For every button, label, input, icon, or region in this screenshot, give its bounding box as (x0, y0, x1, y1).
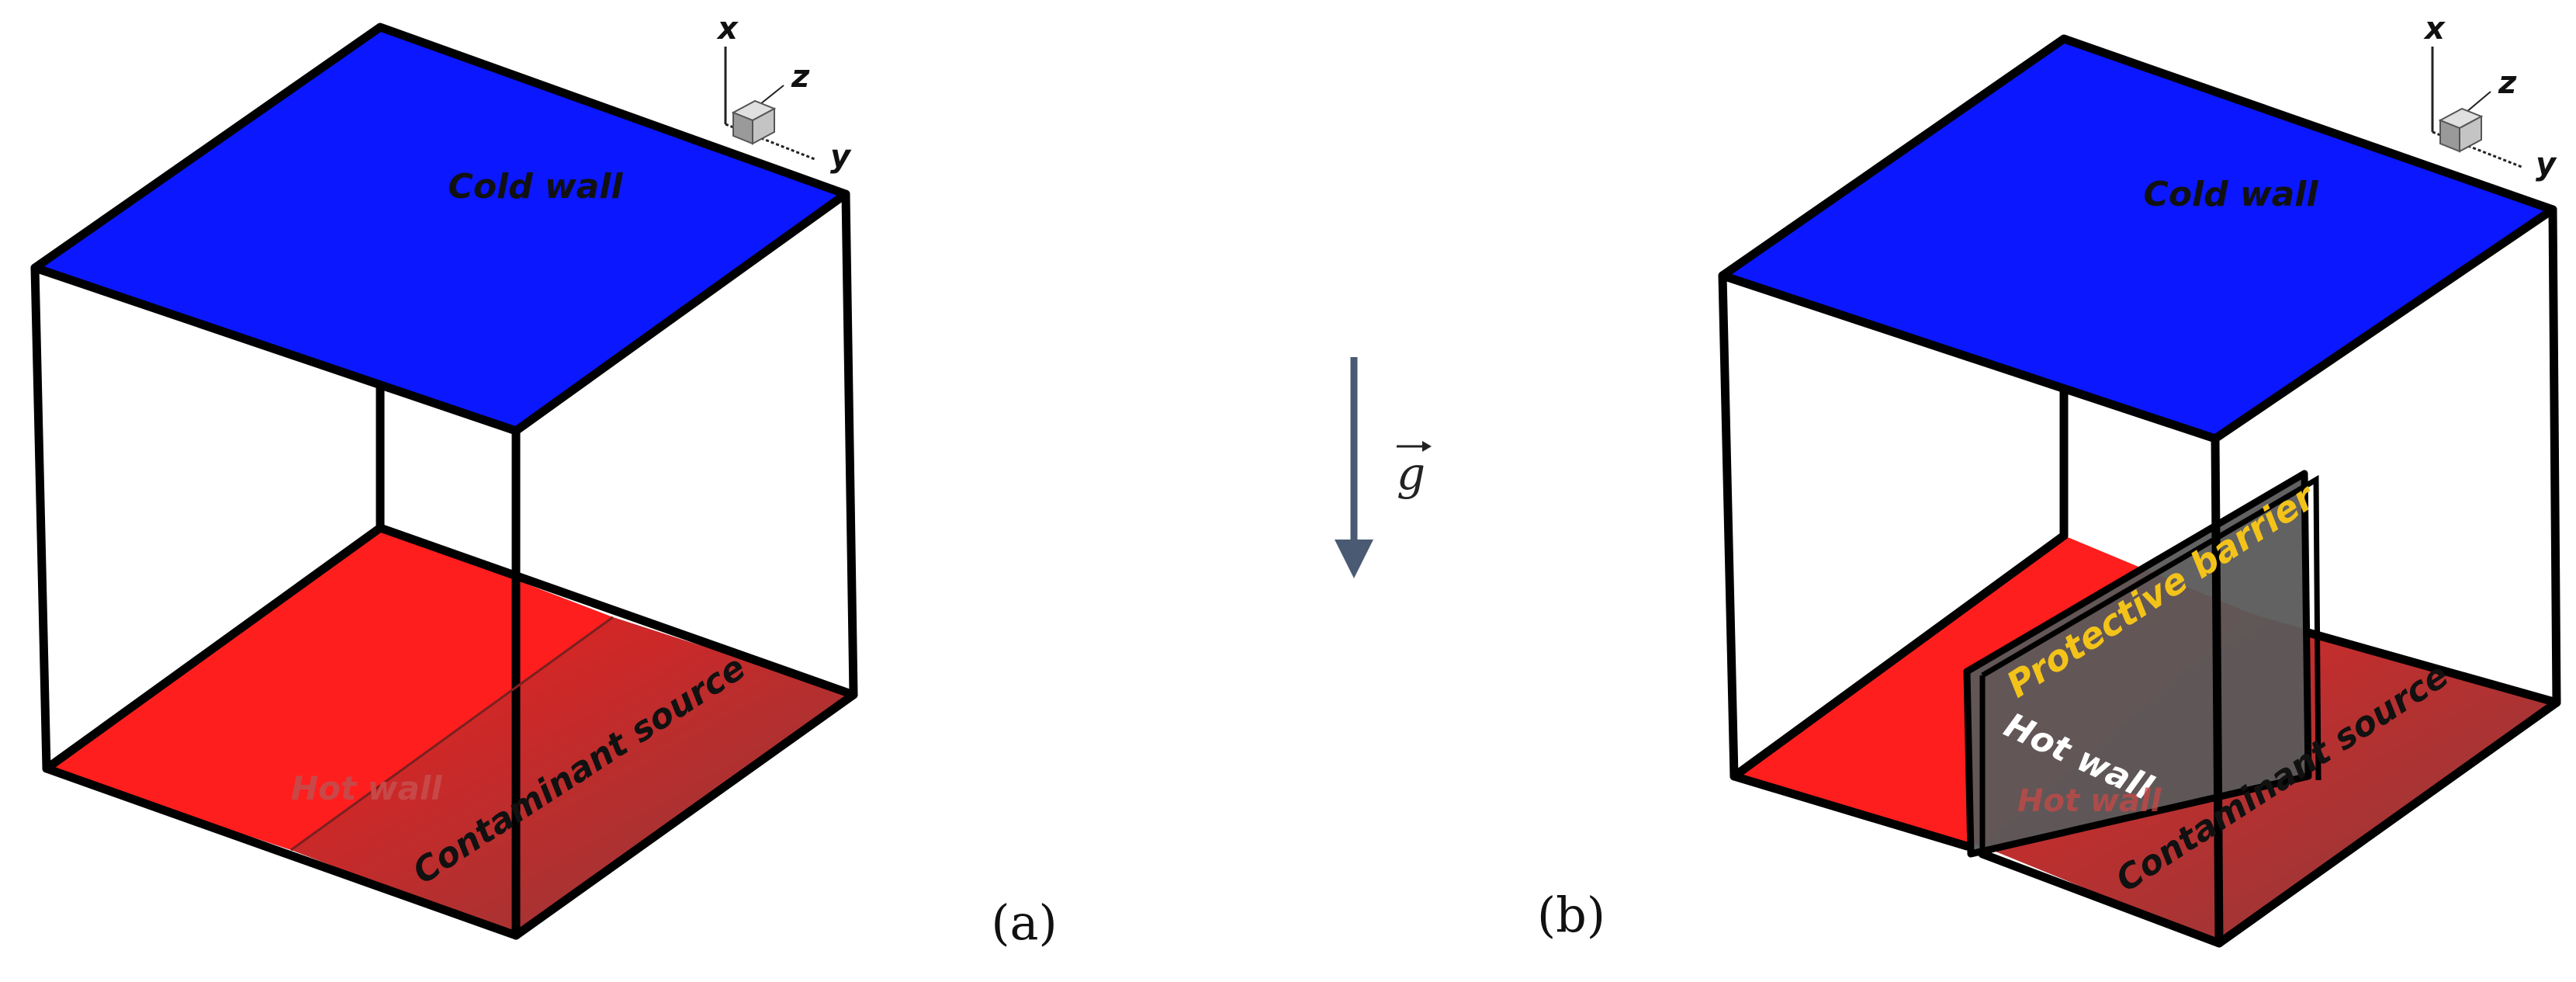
panel-b-axis-y: y (2536, 147, 2557, 182)
panel-a-hot-wall-label: Hot wall (291, 769, 442, 807)
panel-b-axis-x: x (2423, 11, 2446, 47)
panel-a-cold-wall (35, 27, 846, 431)
panel-b-axis-gizmo: x z y (2423, 11, 2557, 182)
panel-b: Cold wall Protective barrier Hot wall Ho… (1537, 11, 2561, 948)
panel-b-hot-wall-label: Hot wall (2017, 783, 2162, 819)
panel-a-label: (a) (991, 894, 1057, 951)
panel-b-axis-z: z (2498, 65, 2517, 101)
panel-a-axis-x: x (716, 11, 739, 47)
panel-a-floor-divider (290, 616, 614, 852)
panel-a: Cold wall Hot wall Contaminant source x … (30, 11, 1058, 951)
panel-b-cold-wall-label: Cold wall (2144, 175, 2319, 214)
panel-a-axis-z: z (791, 59, 810, 95)
panel-b-label: (b) (1537, 887, 1605, 943)
panel-b-cold-wall (1723, 39, 2553, 439)
panel-a-edges (30, 23, 858, 940)
panel-a-axis-y: y (830, 139, 852, 175)
panel-a-cold-wall-label: Cold wall (448, 167, 624, 206)
panel-a-hot-wall-floor (47, 528, 613, 850)
gravity-vector: g (1335, 357, 1432, 578)
panel-b-edges (1718, 34, 2561, 948)
panel-a-axis-gizmo: x z y (716, 11, 852, 175)
protective-barrier (1963, 470, 2322, 858)
panel-a-contaminant-floor (291, 617, 853, 935)
gravity-symbol: g (1397, 447, 1425, 500)
